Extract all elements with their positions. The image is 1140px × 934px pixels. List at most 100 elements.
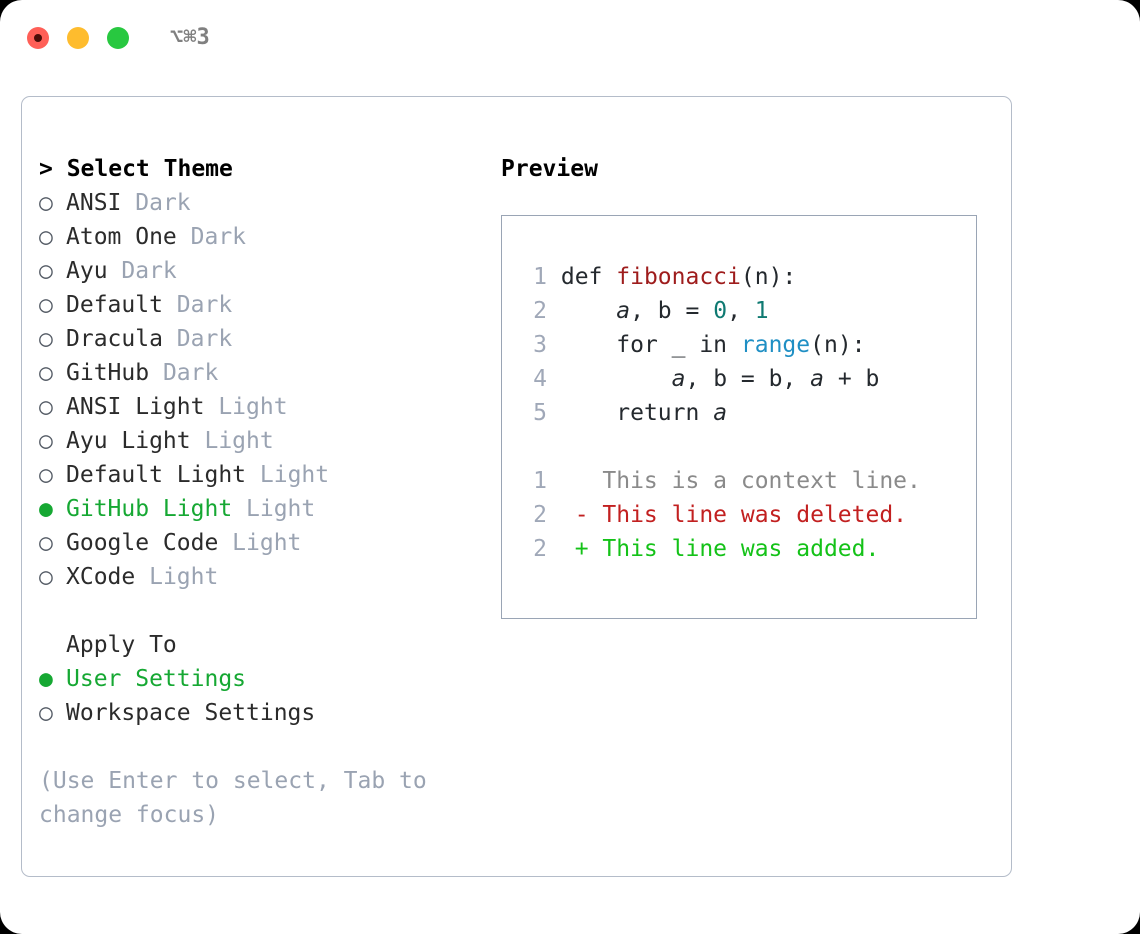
apply-to-option-workspace-settings[interactable]: ○ Workspace Settings: [39, 696, 469, 730]
theme-option-label: Ayu: [66, 258, 122, 284]
diff-line-add: 2 + This line was added.: [521, 532, 921, 566]
code-line: 3 for _ in range(n):: [521, 328, 921, 362]
apply-to-header: Apply To: [39, 628, 469, 662]
theme-option-label: Ayu Light: [66, 428, 205, 454]
diff-sign: +: [547, 536, 603, 562]
diff-line-text: This line was added.: [602, 536, 880, 562]
theme-option-atom-one[interactable]: ○Atom One Dark: [39, 220, 469, 254]
theme-selection-panel: > Select Theme ○ANSI Dark○Atom One Dark○…: [39, 152, 469, 730]
preview-separator: [521, 430, 921, 464]
code-token: return: [560, 400, 714, 426]
code-line: 1 def fibonacci(n):: [521, 260, 921, 294]
theme-option-category: Dark: [190, 224, 247, 250]
theme-option-ayu-light[interactable]: ○Ayu Light Light: [39, 424, 469, 458]
theme-option-category: Light: [149, 564, 219, 590]
theme-option-label: GitHub Light: [66, 496, 247, 522]
keyboard-shortcut-label: ⌥⌘3: [170, 25, 210, 50]
theme-option-label: GitHub: [66, 360, 163, 386]
radio-selected-icon: ●: [39, 496, 53, 522]
code-line-number: 4: [533, 366, 547, 392]
theme-option-category: Dark: [176, 292, 233, 318]
theme-option-default-light[interactable]: ○Default Light Light: [39, 458, 469, 492]
code-token: a: [713, 400, 728, 426]
code-token: 0: [713, 298, 728, 324]
diff-line-number: 2: [533, 502, 547, 528]
theme-option-ayu[interactable]: ○Ayu Dark: [39, 254, 469, 288]
theme-option-default[interactable]: ○Default Dark: [39, 288, 469, 322]
theme-option-label: XCode: [66, 564, 150, 590]
maximize-window-button[interactable]: [107, 27, 129, 49]
theme-option-google-code[interactable]: ○Google Code Light: [39, 526, 469, 560]
code-token: + b: [823, 366, 880, 392]
code-gutter-space: [547, 298, 561, 324]
diff-line-ctx: 1 This is a context line.: [521, 464, 921, 498]
radio-unselected-icon: ○: [39, 258, 53, 284]
code-token: , b =: [630, 298, 714, 324]
theme-option-ansi-light[interactable]: ○ANSI Light Light: [39, 390, 469, 424]
theme-option-category: Dark: [176, 326, 233, 352]
diff-line-del: 2 - This line was deleted.: [521, 498, 921, 532]
radio-unselected-icon: ○: [39, 428, 53, 454]
code-token: a: [810, 366, 824, 392]
diff-line-text: This line was deleted.: [602, 502, 908, 528]
theme-picker-dialog: > Select Theme ○ANSI Dark○Atom One Dark○…: [21, 96, 1012, 877]
radio-unselected-icon: ○: [39, 190, 53, 216]
theme-option-ansi[interactable]: ○ ANSI Dark: [39, 186, 469, 220]
code-line: 5 return a: [521, 396, 921, 430]
code-token: (n):: [740, 264, 797, 290]
radio-unselected-icon: ○: [39, 326, 53, 352]
preview-panel: Preview 1 def fibonacci(n):2 a, b = 0, 1…: [501, 152, 981, 619]
code-line: 2 a, b = 0, 1: [521, 294, 921, 328]
code-token: [561, 366, 672, 392]
theme-option-label: Google Code: [66, 530, 233, 556]
theme-option-xcode[interactable]: ○XCode Light: [39, 560, 469, 594]
code-line-number: 2: [533, 298, 547, 324]
theme-option-label: ANSI: [66, 190, 136, 216]
radio-unselected-icon: ○: [39, 462, 53, 488]
theme-option-dracula[interactable]: ○ Dracula Dark: [39, 322, 469, 356]
diff-line-text: This is a context line.: [602, 468, 921, 494]
theme-option-label: Default Light: [66, 462, 260, 488]
radio-unselected-icon: ○: [39, 360, 53, 386]
radio-selected-icon: ●: [39, 666, 53, 692]
theme-option-category: Light: [232, 530, 302, 556]
apply-to-header-indent: [39, 628, 66, 662]
apply-to-option-user-settings[interactable]: ●User Settings: [39, 662, 469, 696]
code-line-number: 3: [533, 332, 547, 358]
apply-to-option-label: Workspace Settings: [66, 700, 316, 726]
preview-header: Preview: [501, 156, 598, 182]
code-token: a: [616, 298, 631, 324]
radio-unselected-icon: ○: [39, 700, 53, 726]
code-gutter-space: [547, 264, 561, 290]
theme-option-label: Dracula: [66, 326, 177, 352]
theme-option-category: Dark: [162, 360, 219, 386]
diff-line-number: 1: [533, 468, 547, 494]
radio-unselected-icon: ○: [39, 394, 53, 420]
code-line-number: 1: [533, 264, 547, 290]
code-line: 4 a, b = b, a + b: [521, 362, 921, 396]
code-gutter-space: [547, 400, 561, 426]
theme-option-category: Dark: [135, 190, 191, 216]
keyboard-hint-text: (Use Enter to select, Tab to change focu…: [39, 768, 427, 828]
theme-option-github[interactable]: ○ GitHub Dark: [39, 356, 469, 390]
radio-unselected-icon: ○: [39, 292, 53, 318]
theme-option-github-light[interactable]: ●GitHub Light Light: [39, 492, 469, 526]
theme-list[interactable]: ○ANSI Dark○Atom One Dark○Ayu Dark○Defaul…: [39, 186, 469, 594]
code-token: (n):: [810, 332, 866, 358]
theme-option-category: Light: [218, 394, 288, 420]
diff-sign: [547, 468, 602, 494]
minimize-window-button[interactable]: [67, 27, 89, 49]
code-token: 1: [754, 298, 769, 324]
code-gutter-space: [547, 332, 561, 358]
code-token: range: [740, 332, 811, 358]
apply-to-list[interactable]: ●User Settings ○ Workspace Settings: [39, 662, 469, 730]
title-bar: ⌥⌘3: [0, 0, 1140, 76]
code-gutter-space: [547, 366, 561, 392]
select-theme-header: > Select Theme: [39, 156, 233, 182]
code-token: [561, 298, 616, 324]
code-token: def: [560, 264, 617, 290]
close-icon: [34, 34, 42, 42]
